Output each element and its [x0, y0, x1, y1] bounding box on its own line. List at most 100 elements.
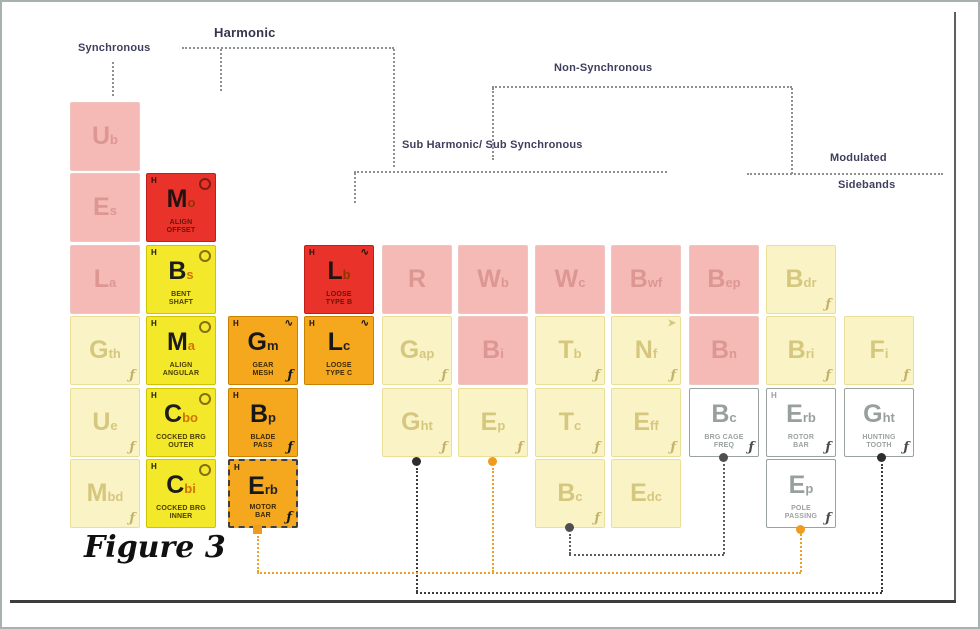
cell-subscript: wf — [647, 275, 663, 290]
harmonic-flag: H — [771, 391, 777, 400]
cell-subscript: s — [109, 203, 117, 218]
cell-symbol: R — [407, 265, 427, 293]
harmonic-flag: H — [233, 319, 239, 328]
fault-cell-Bep: Bep — [689, 245, 759, 314]
black-dot-marker-right — [877, 453, 886, 462]
connector-gray-line — [569, 554, 724, 556]
cell-subscript: n — [729, 346, 737, 361]
cell-symbol: Gm — [247, 328, 279, 356]
cell-symbol: Mbd — [86, 479, 124, 507]
frequency-icon: ƒ — [129, 440, 135, 455]
frequency-icon: ƒ — [517, 440, 523, 455]
cell-symbol: Erb — [248, 472, 278, 500]
cell-subscript: c — [578, 275, 586, 290]
connector-black-leg-right — [881, 464, 883, 592]
sub-harmonic-bracket-leg — [354, 173, 356, 203]
fault-cell-Es: Es — [70, 173, 140, 242]
fault-cell-Ub: Ub — [70, 102, 140, 171]
sub-harmonic-bracket-line — [354, 171, 667, 173]
harmonic-flag: H — [309, 248, 315, 257]
cell-symbol: Ep — [788, 471, 814, 499]
cell-subscript: ff — [650, 418, 659, 433]
cell-subscript: p — [497, 418, 506, 433]
cell-symbol: Bc — [711, 400, 737, 428]
cell-subscript: b — [342, 267, 351, 282]
frequency-icon: ƒ — [825, 440, 831, 455]
label-synchronous: Synchronous — [78, 42, 151, 54]
frequency-icon: ƒ — [287, 368, 293, 383]
cell-symbol: Ub — [91, 122, 118, 150]
harmonic-flag: H — [309, 319, 315, 328]
cell-subscript: ht — [882, 410, 895, 425]
cell-symbol: Bdr — [785, 265, 817, 293]
figure-caption: Figure 3 — [84, 530, 226, 565]
caption-line: BLADE — [250, 434, 276, 441]
cell-symbol: Cbo — [164, 400, 198, 428]
cell-symbol: Bc — [557, 479, 583, 507]
cell-symbol: Ma — [166, 328, 196, 356]
caption-line: PASSING — [784, 513, 818, 520]
cell-subscript: c — [575, 489, 583, 504]
connector-orange-leg-2 — [492, 468, 494, 572]
cell-symbol: Bs — [168, 257, 194, 285]
frequency-icon: ƒ — [748, 440, 754, 455]
harmonic-bracket-leg-right — [393, 49, 395, 167]
caption-line: LOOSE — [326, 291, 352, 298]
harmonic-flag: H — [151, 462, 157, 471]
cell-subscript: bi — [184, 481, 196, 496]
caption-line: MESH — [252, 370, 274, 377]
cell-symbol: Tb — [558, 336, 582, 364]
harmonic-flag: H — [234, 463, 240, 472]
caption-line: LOOSE — [326, 362, 352, 369]
cell-symbol: Wb — [477, 265, 509, 293]
cell-subscript: rb — [264, 482, 278, 497]
frequency-icon: ƒ — [594, 440, 600, 455]
label-sidebands: Sidebands — [838, 179, 896, 191]
connector-gray-leg-left — [569, 534, 571, 554]
caption-line: FREQ — [713, 442, 735, 449]
gray-dot-marker-right — [719, 453, 728, 462]
cell-symbol: La — [93, 265, 117, 293]
frequency-icon: ƒ — [287, 440, 293, 455]
cell-subscript: b — [573, 346, 582, 361]
caption-line: OUTER — [168, 442, 194, 449]
harmonic-flag: H — [151, 319, 157, 328]
fault-cell-Bwf: Bwf — [611, 245, 681, 314]
harmonic-flag: H — [233, 391, 239, 400]
cell-subscript: b — [500, 275, 509, 290]
ring-icon — [199, 393, 211, 405]
frequency-icon: ƒ — [903, 440, 909, 455]
harmonic-flag: H — [151, 248, 157, 257]
cell-subscript: c — [574, 418, 582, 433]
label-non-synchronous: Non-Synchronous — [554, 62, 653, 74]
harmonic-flag: H — [151, 391, 157, 400]
cell-symbol: Bri — [787, 336, 815, 364]
frequency-icon: ƒ — [903, 368, 909, 383]
cell-subscript: ap — [419, 346, 435, 361]
caption-line: ALIGN — [169, 362, 193, 369]
cell-subscript: i — [500, 346, 504, 361]
caption-line: COCKED BRG — [156, 505, 206, 512]
caption-line: INNER — [169, 513, 193, 520]
fault-cell-Bn: Bn — [689, 316, 759, 385]
cell-subscript: a — [109, 275, 117, 290]
cell-symbol: Erb — [786, 400, 816, 428]
